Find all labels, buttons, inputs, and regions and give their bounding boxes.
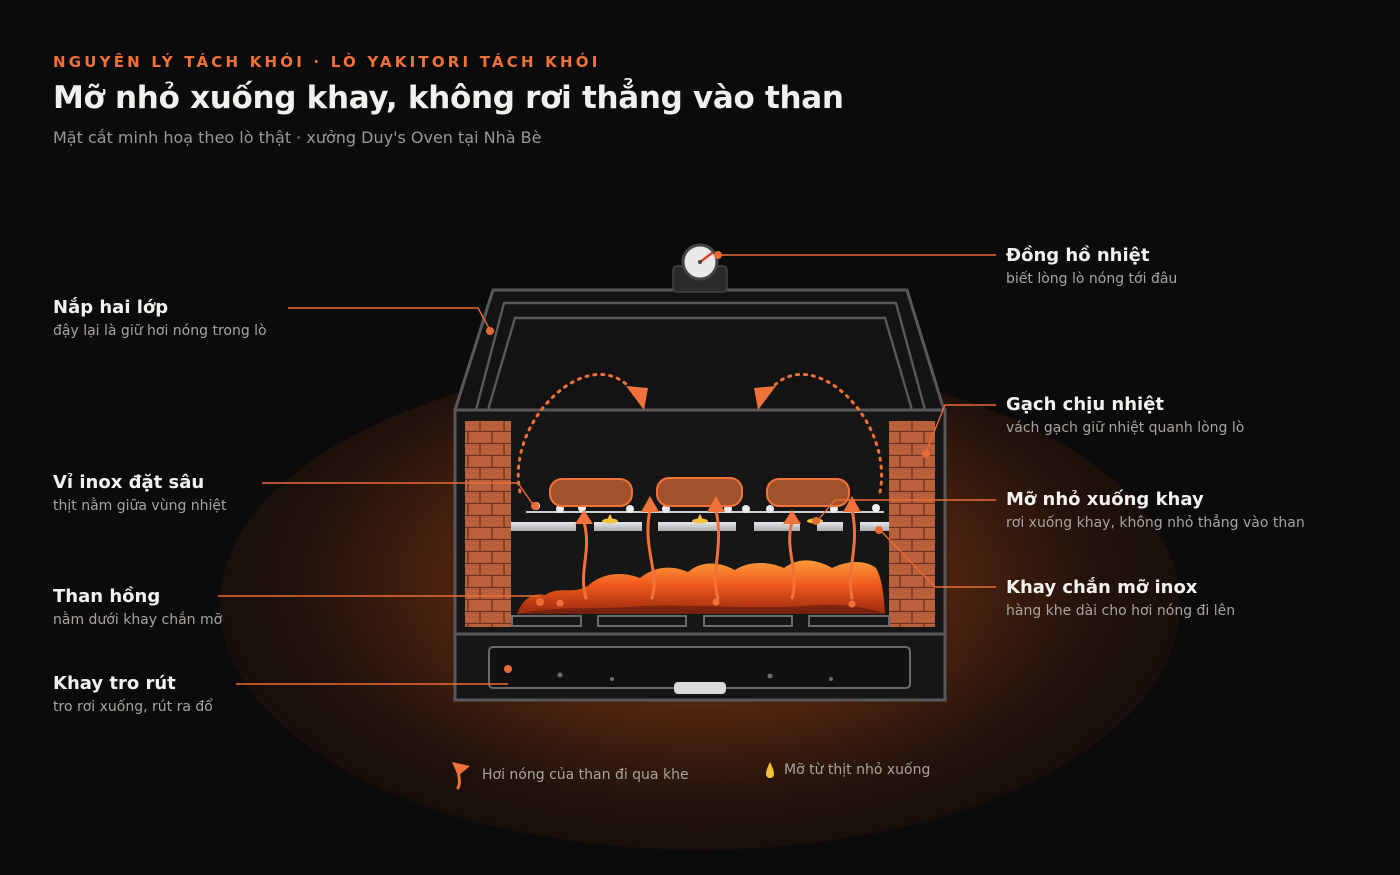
leader-dots xyxy=(486,251,930,673)
legend-fat-drop: Mỡ từ thịt nhỏ xuống xyxy=(764,760,930,780)
callout-title: Đồng hồ nhiệt xyxy=(1006,245,1150,266)
callout-drip-tray: Khay chắn mỡ inox hàng khe dài cho hơi n… xyxy=(1006,577,1235,620)
legend-label: Hơi nóng của than đi qua khe xyxy=(482,767,689,783)
double-lid xyxy=(452,265,947,412)
leader-lines xyxy=(218,254,996,685)
callout-title: Vỉ inox đặt sâu xyxy=(53,472,205,493)
callout-title: Gạch chịu nhiệt xyxy=(1006,394,1165,415)
callout-desc: đậy lại là giữ hơi nóng trong lò xyxy=(53,323,267,339)
coal-grate xyxy=(511,615,890,627)
fat-drop-icon xyxy=(766,762,774,778)
callout-brick: Gạch chịu nhiệt vách gạch giữ nhiệt quan… xyxy=(1006,394,1244,437)
callout-grill-rack: Vỉ inox đặt sâu thịt nằm giữa vùng nhiệt xyxy=(53,472,227,515)
callout-desc: thịt nằm giữa vùng nhiệt xyxy=(53,498,227,514)
callout-coal: Than hồng nằm dưới khay chắn mỡ xyxy=(53,586,222,629)
page-subtitle: Mặt cắt minh hoạ theo lò thật · xưởng Du… xyxy=(53,128,542,147)
meat-skewers xyxy=(549,477,850,507)
callout-ash-drawer: Khay tro rút tro rơi xuống, rút ra đổ xyxy=(53,673,213,716)
callout-fat-drip: Mỡ nhỏ xuống khay rơi xuống khay, không … xyxy=(1006,489,1305,532)
brick-wall-left xyxy=(465,421,511,627)
hot-air-flow xyxy=(516,373,884,600)
ash-drawer xyxy=(488,646,911,694)
legend-label: Mỡ từ thịt nhỏ xuống xyxy=(784,762,931,778)
callout-desc: hàng khe dài cho hơi nóng đi lên xyxy=(1006,603,1236,619)
page-title: Mỡ nhỏ xuống khay, không rơi thẳng vào t… xyxy=(53,80,844,116)
callout-title: Khay tro rút xyxy=(53,673,176,694)
callout-title: Khay chắn mỡ inox xyxy=(1006,577,1198,598)
callout-title: Nắp hai lớp xyxy=(53,297,169,318)
hot-air-arrow-icon xyxy=(452,762,470,790)
callout-double-lid: Nắp hai lớp đậy lại là giữ hơi nóng tron… xyxy=(53,297,267,340)
callout-desc: vách gạch giữ nhiệt quanh lòng lò xyxy=(1006,420,1245,436)
callout-title: Mỡ nhỏ xuống khay xyxy=(1006,489,1204,510)
callout-desc: rơi xuống khay, không nhỏ thẳng vào than xyxy=(1006,515,1305,531)
callout-thermometer: Đồng hồ nhiệt biết lòng lò nóng tới đâu xyxy=(1006,245,1177,288)
callout-desc: biết lòng lò nóng tới đâu xyxy=(1006,271,1178,287)
coal-shadow xyxy=(517,604,885,614)
callout-desc: nằm dưới khay chắn mỡ xyxy=(53,612,223,628)
thermometer-icon xyxy=(681,243,719,281)
callout-desc: tro rơi xuống, rút ra đổ xyxy=(53,699,213,715)
eyebrow: NGUYÊN LÝ TÁCH KHÓI · LÒ YAKITORI TÁCH K… xyxy=(53,53,601,71)
callout-title: Than hồng xyxy=(53,586,161,607)
drip-tray xyxy=(511,522,889,531)
legend-hot-air: Hơi nóng của than đi qua khe xyxy=(450,760,689,790)
